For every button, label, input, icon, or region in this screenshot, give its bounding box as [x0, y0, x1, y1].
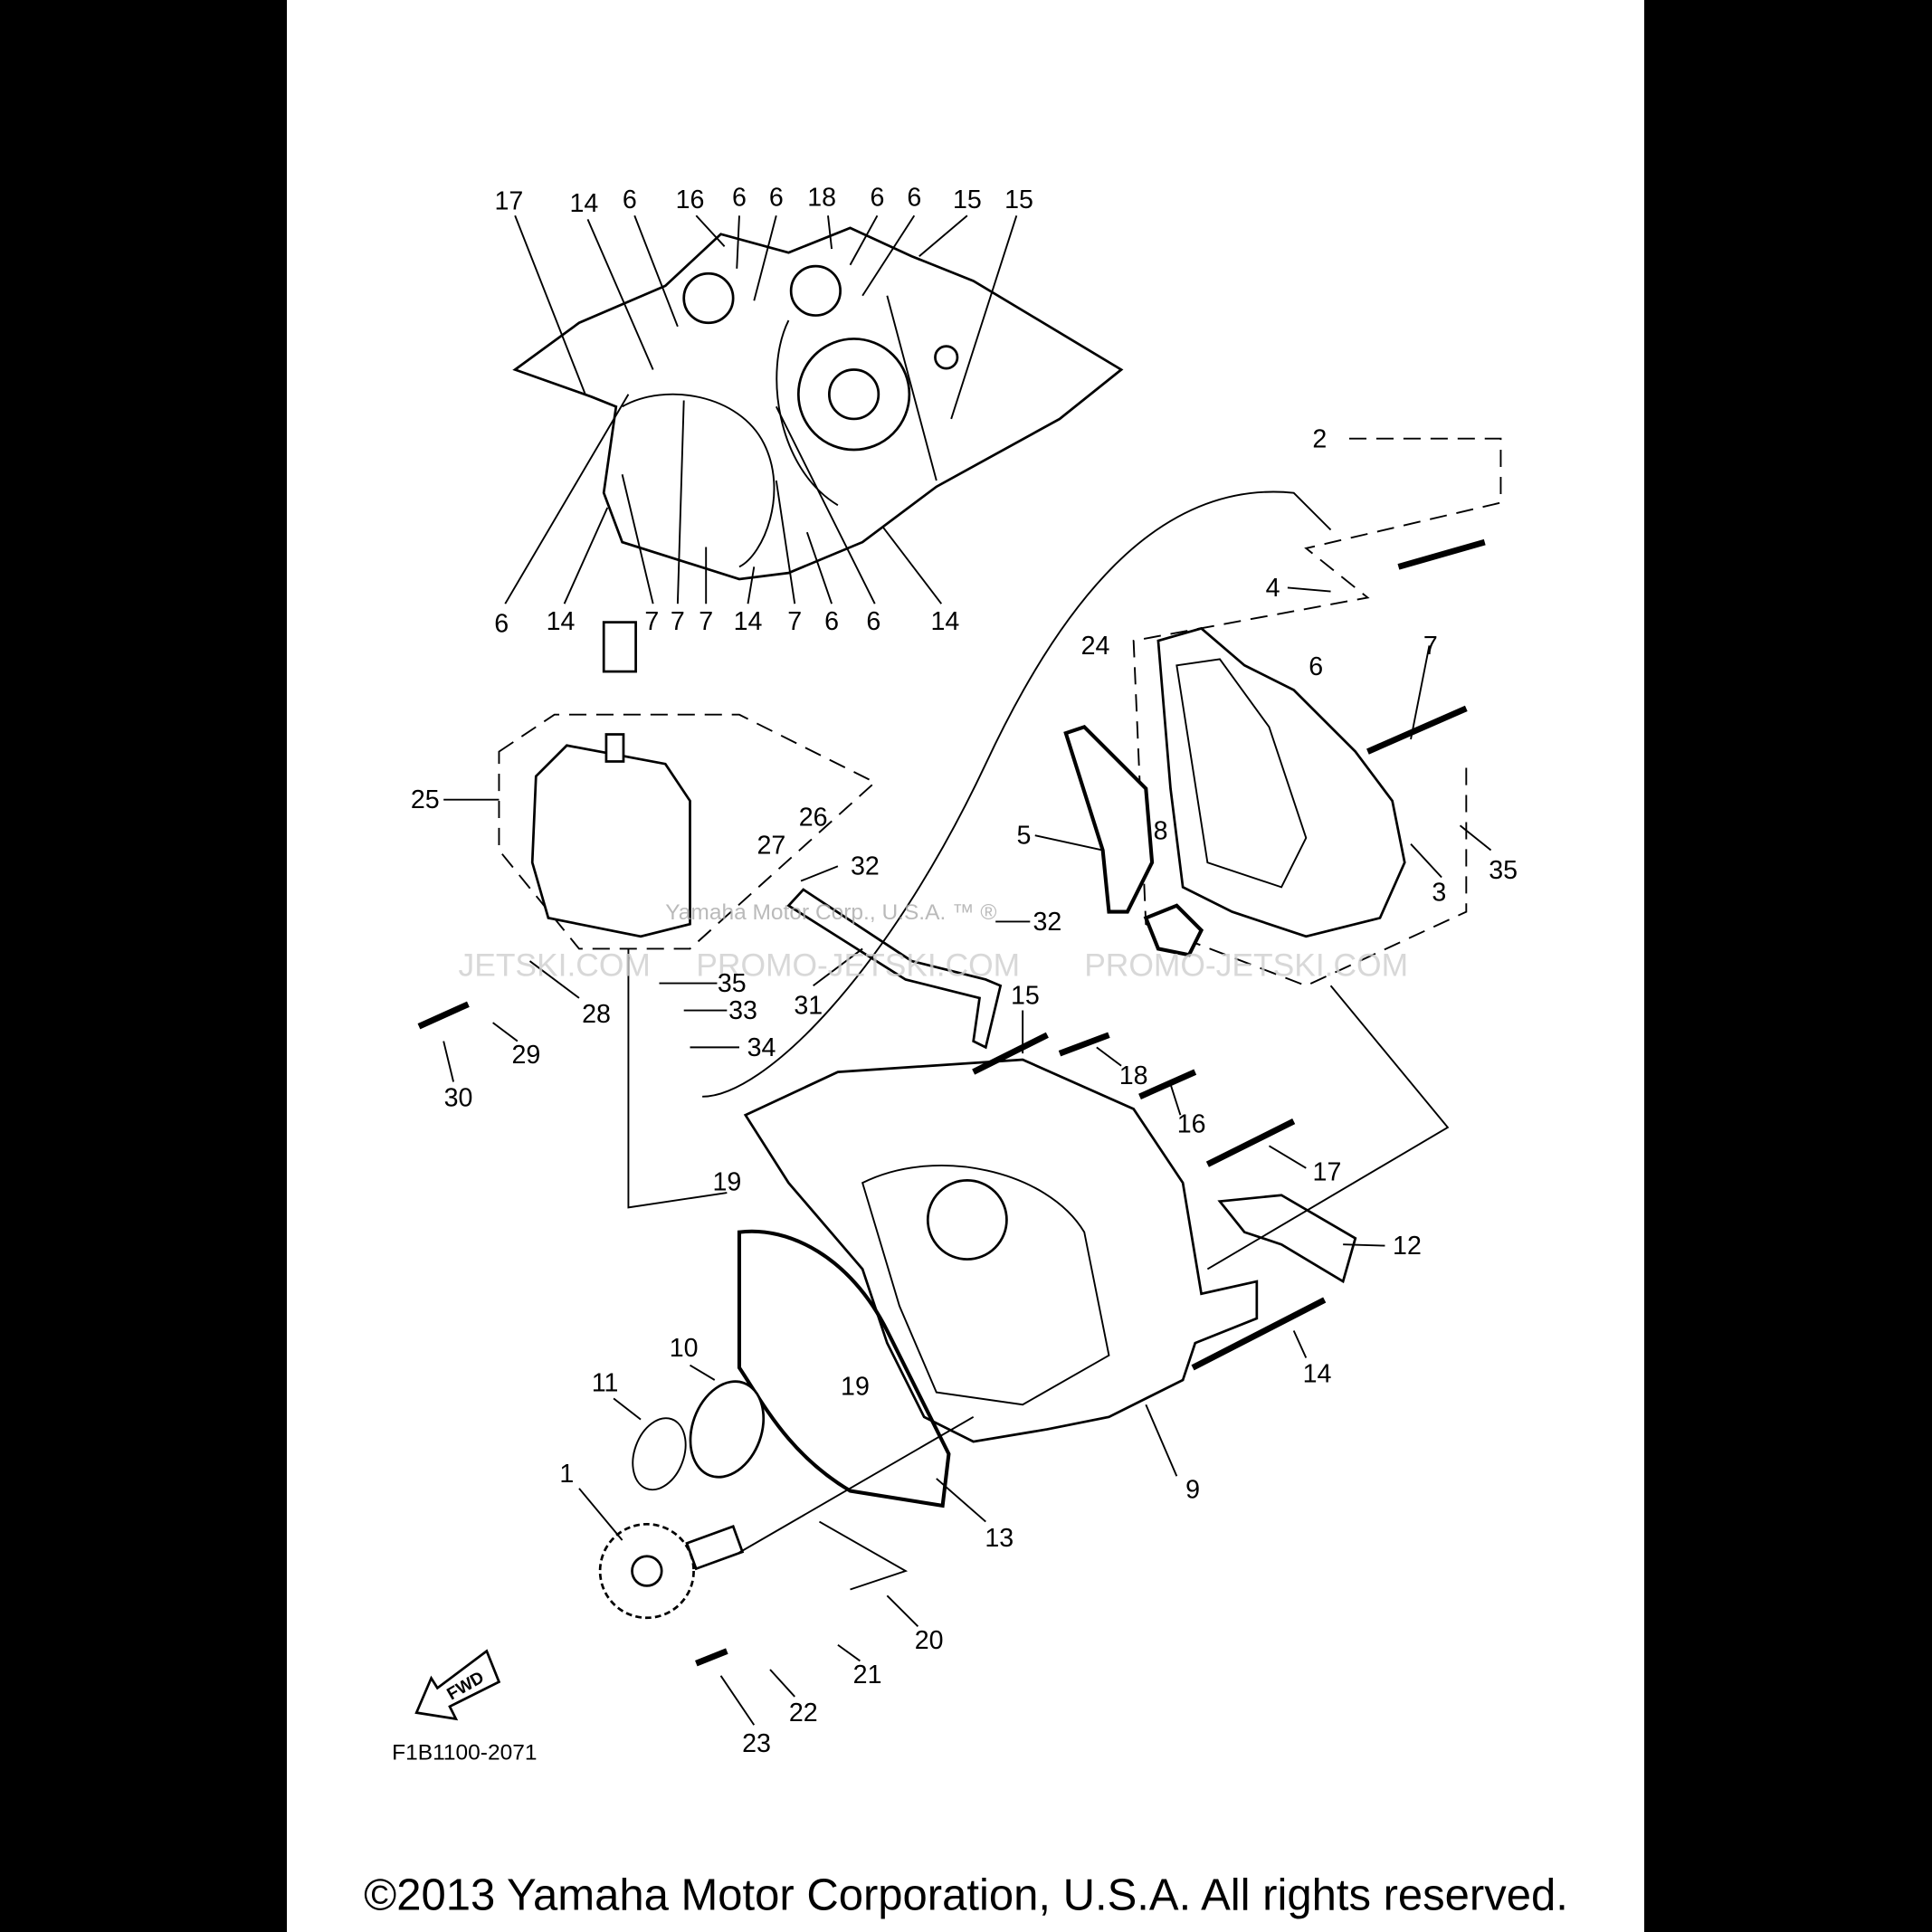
oil-tank	[498, 621, 877, 950]
callout-part-21: 21	[853, 1661, 882, 1689]
callout-part-14: 14	[570, 189, 599, 218]
callout-part-34: 34	[747, 1033, 776, 1062]
callout-part-25: 25	[411, 785, 440, 814]
callout-part-30: 30	[444, 1084, 473, 1113]
watermark-overlay: Yamaha Motor Corp., U.S.A. ™ ®	[665, 900, 996, 925]
callout-part-4: 4	[1266, 574, 1280, 603]
callout-part-6: 6	[824, 607, 839, 636]
callout-part-7: 7	[1423, 632, 1438, 661]
callout-part-27: 27	[757, 832, 785, 861]
callout-part-14: 14	[930, 607, 959, 636]
callout-part-6: 6	[732, 183, 747, 212]
callout-part-6: 6	[494, 610, 509, 639]
leader-lines	[443, 214, 1492, 1726]
callout-part-16: 16	[1177, 1109, 1206, 1138]
callout-part-8: 8	[1154, 816, 1168, 845]
callout-part-23: 23	[742, 1729, 771, 1758]
callout-part-17: 17	[1313, 1157, 1342, 1186]
callout-part-14: 14	[547, 607, 576, 636]
strainer-12	[1217, 1194, 1357, 1284]
bolts	[417, 538, 1486, 1667]
watermark-mid: PROMO-JETSKI.COM	[696, 947, 1020, 983]
callout-part-9: 9	[1185, 1476, 1200, 1505]
diagram-code: F1B1100-2071	[392, 1740, 537, 1765]
callout-part-12: 12	[1393, 1232, 1422, 1261]
crankcase-lower	[743, 1058, 1259, 1443]
callout-part-35: 35	[1489, 856, 1518, 885]
callout-part-19: 19	[712, 1167, 741, 1196]
callout-part-13: 13	[985, 1524, 1014, 1553]
callout-part-17: 17	[494, 186, 523, 215]
watermark-left: JETSKI.COM	[459, 947, 651, 983]
callout-part-35: 35	[718, 969, 747, 998]
callout-part-18: 18	[807, 183, 836, 212]
callout-part-3: 3	[1432, 878, 1446, 907]
callout-part-6: 6	[907, 183, 921, 212]
callout-part-15: 15	[1011, 982, 1040, 1011]
crankcase-upper-view	[512, 226, 1124, 581]
callout-part-16: 16	[676, 186, 705, 214]
watermark-right: PROMO-JETSKI.COM	[1084, 947, 1408, 983]
callout-part-29: 29	[512, 1041, 541, 1070]
callout-part-7: 7	[787, 607, 802, 636]
callout-part-7: 7	[644, 607, 659, 636]
callout-part-11: 11	[592, 1368, 619, 1397]
callout-part-32: 32	[1033, 908, 1061, 937]
callout-part-1: 1	[559, 1460, 574, 1489]
callout-part-2: 2	[1312, 424, 1327, 453]
callout-part-7: 7	[699, 607, 713, 636]
callout-part-18: 18	[1119, 1061, 1148, 1090]
callout-part-19: 19	[841, 1372, 870, 1401]
callout-part-6: 6	[1309, 652, 1323, 681]
callout-part-20: 20	[915, 1626, 944, 1655]
callout-part-14: 14	[1303, 1360, 1332, 1389]
callout-part-22: 22	[789, 1699, 818, 1727]
callout-part-28: 28	[582, 1000, 611, 1029]
callout-part-7: 7	[671, 607, 685, 636]
hose-31	[786, 888, 1003, 1050]
oil-pump	[1063, 626, 1406, 957]
callout-part-10: 10	[670, 1334, 699, 1363]
callout-part-24: 24	[1081, 632, 1110, 661]
assembly-box-2	[1132, 437, 1502, 987]
callout-part-6: 6	[871, 183, 885, 212]
callout-part-26: 26	[799, 803, 828, 832]
callout-part-15: 15	[953, 186, 982, 214]
callout-part-5: 5	[1017, 822, 1032, 851]
callout-part-33: 33	[728, 996, 757, 1025]
callout-part-6: 6	[769, 183, 784, 212]
callout-part-32: 32	[851, 852, 880, 881]
circlip-11	[632, 1417, 687, 1491]
bearing-10	[689, 1380, 766, 1479]
callout-part-6: 6	[623, 186, 637, 214]
callout-part-6: 6	[866, 607, 880, 636]
copyright-notice: ©2013 Yamaha Motor Corporation, U.S.A. A…	[364, 1870, 1568, 1919]
callout-part-31: 31	[794, 992, 823, 1021]
callout-part-15: 15	[1004, 186, 1033, 214]
callout-part-14: 14	[734, 607, 763, 636]
